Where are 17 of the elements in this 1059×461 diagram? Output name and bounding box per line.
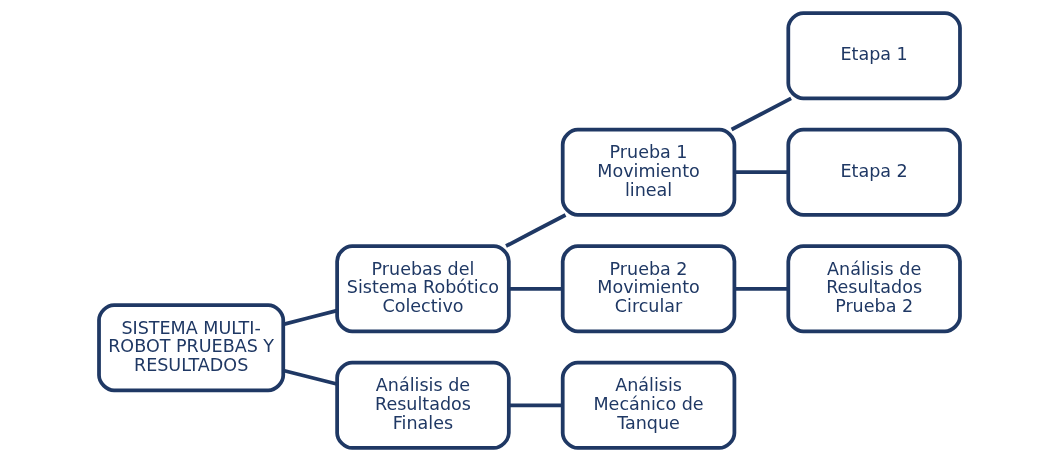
node-box: Prueba 2 Movimiento Circular bbox=[560, 244, 737, 334]
connector bbox=[734, 286, 789, 291]
node-box: Análisis de Resultados Finales bbox=[335, 360, 511, 450]
connector bbox=[734, 170, 789, 175]
connector bbox=[282, 308, 338, 327]
connector bbox=[282, 368, 338, 386]
connector bbox=[508, 403, 563, 408]
node-box: Pruebas del Sistema Robótico Colectivo bbox=[335, 244, 511, 334]
connector bbox=[730, 96, 792, 132]
node-box: Etapa 2 bbox=[786, 127, 962, 217]
node-box: Análisis de Resultados Prueba 2 bbox=[786, 244, 962, 334]
node-box: Prueba 1 Movimiento lineal bbox=[560, 127, 737, 217]
connector bbox=[508, 286, 563, 291]
node-box: SISTEMA MULTI-ROBOT PRUEBAS Y RESULTADOS bbox=[97, 303, 286, 393]
node-box: Análisis Mecánico de Tanque bbox=[560, 360, 737, 450]
node-box: Etapa 1 bbox=[786, 11, 962, 101]
connector bbox=[505, 213, 567, 248]
